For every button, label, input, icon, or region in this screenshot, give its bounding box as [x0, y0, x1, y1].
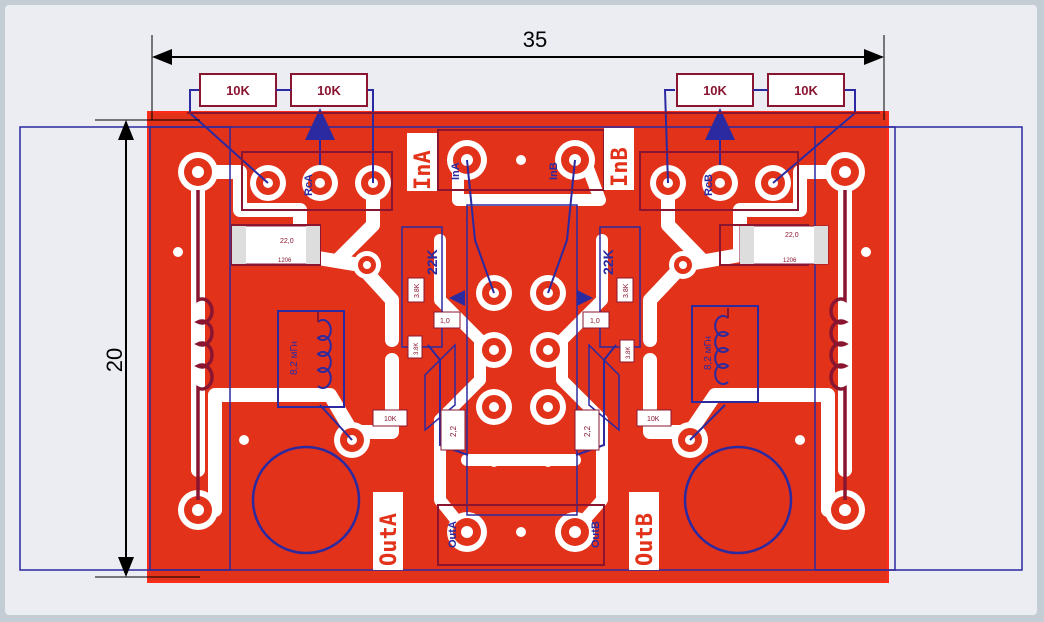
smd-cap-right — [739, 225, 829, 265]
pot-label-a: RcA — [303, 174, 315, 196]
pad — [178, 152, 218, 192]
via — [861, 247, 871, 257]
inductor-box-left — [277, 310, 345, 408]
via — [436, 276, 444, 284]
resistor-box — [676, 73, 754, 107]
mounting-hole-right — [683, 445, 793, 555]
cap-left-size: 1206 — [278, 258, 292, 264]
pad — [702, 165, 738, 201]
via — [795, 435, 805, 445]
r10-left: 1,0 — [440, 318, 450, 325]
via — [173, 247, 183, 257]
label-in-a: InA — [411, 150, 436, 190]
pad — [530, 332, 566, 368]
r22k-right: 22K — [600, 249, 616, 275]
cap-right-value: 22,0 — [785, 232, 799, 239]
via — [543, 457, 553, 467]
cap-left-value: 22,0 — [280, 238, 294, 245]
r22k-left: 22K — [424, 249, 440, 275]
via — [239, 435, 249, 445]
r38k-right-bot: 3.8K — [626, 347, 632, 359]
resistor-label: 10K — [703, 83, 727, 98]
pot-outline-left — [241, 151, 393, 211]
wiper-arrow-left — [305, 108, 335, 140]
pad — [530, 389, 566, 425]
label-in-b: InB — [608, 147, 633, 187]
pad-label-in-a: InA — [450, 162, 462, 180]
pad — [825, 490, 865, 530]
height-dimension-label: 20 — [102, 348, 127, 372]
resistor-box — [767, 73, 845, 107]
via — [489, 457, 499, 467]
pad — [447, 512, 487, 552]
pot-outline-right — [639, 151, 799, 211]
pad — [476, 332, 512, 368]
pad-labels: InA InB OutA OutB RcA RcB — [303, 162, 715, 548]
r10k-left: 10K — [384, 416, 397, 423]
resistor-label: 10K — [317, 83, 341, 98]
via — [598, 276, 606, 284]
r38k-left-top: 3.8K — [414, 283, 421, 298]
pad — [669, 251, 697, 279]
smd-parts: 22,0 1206 22,0 1206 3.8K 3.8K 1,0 1,0 3.… — [231, 225, 829, 451]
pad — [825, 152, 865, 192]
pad-label-out-b: OutB — [590, 521, 602, 548]
dimensions: 35 20 — [95, 27, 885, 578]
pad — [302, 165, 338, 201]
r38k-left-bot: 3.8K — [414, 343, 420, 355]
r10-right: 1,0 — [590, 318, 600, 325]
channel-labels: InA InB OutA OutB — [373, 128, 659, 570]
label-out-a: OutA — [377, 513, 402, 566]
pot-label-b: RcB — [703, 174, 715, 196]
trimmer-arrow-left — [449, 290, 465, 306]
pad — [555, 512, 595, 552]
width-dimension-label: 35 — [523, 27, 547, 52]
center-ic-outline — [466, 204, 578, 516]
ind-left-label: 8,2 мГн — [289, 341, 300, 375]
resistor-label: 10K — [226, 83, 250, 98]
via — [516, 527, 526, 537]
pad — [476, 389, 512, 425]
wiper-arrow-right — [705, 108, 735, 140]
component-outlines — [19, 89, 1023, 571]
r38k-right-top: 3.8K — [623, 283, 630, 298]
pad — [353, 251, 381, 279]
via — [516, 155, 526, 165]
mounting-hole-left — [251, 445, 361, 555]
pad-label-out-a: OutA — [447, 521, 459, 548]
r22-left: 2,2 — [449, 425, 458, 437]
outer-board-outline — [19, 126, 1023, 571]
r10k-right: 10K — [647, 416, 660, 423]
cap-right-size: 1206 — [783, 258, 797, 264]
left-connector-outline — [149, 126, 231, 571]
resistor-label: 10K — [794, 83, 818, 98]
pad — [178, 490, 218, 530]
pad-label-in-b: InB — [548, 162, 560, 180]
label-out-b: OutB — [633, 513, 658, 566]
r22-right: 2,2 — [583, 425, 592, 437]
ind-right-label: 8,2 мГн — [703, 336, 714, 370]
inductor-box-right — [691, 305, 759, 403]
right-connector-outline — [814, 126, 896, 571]
pot-resistors: 10K 10K 10K 10K — [199, 73, 845, 107]
trimmer-arrow-right — [577, 290, 593, 306]
